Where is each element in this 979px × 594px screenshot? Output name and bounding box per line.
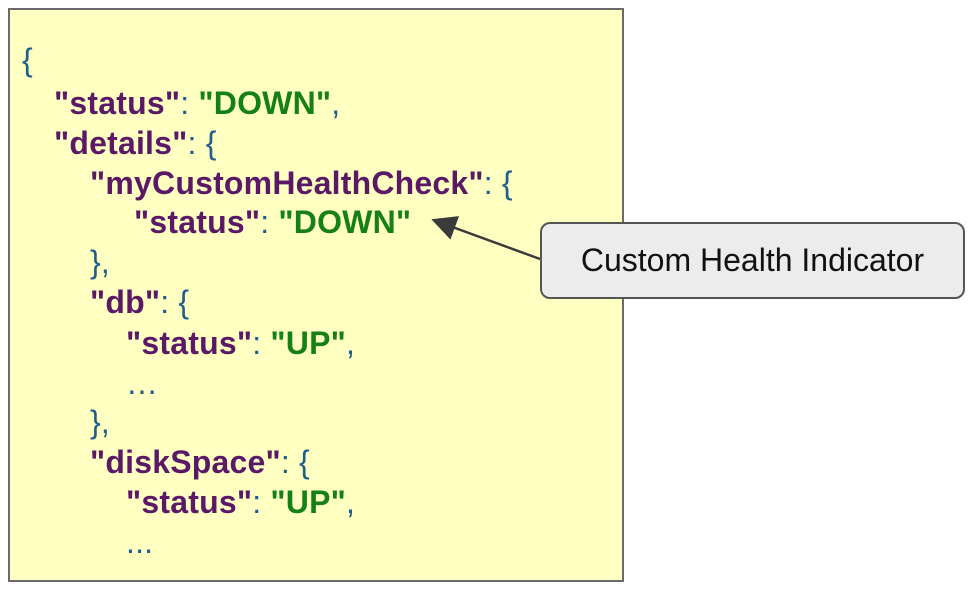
json-token-key: "db" bbox=[90, 284, 161, 320]
json-line: "status": "UP", bbox=[126, 323, 355, 363]
json-token-punct: : bbox=[260, 204, 279, 240]
json-token-key: "myCustomHealthCheck" bbox=[90, 165, 484, 201]
json-token-str: "DOWN" bbox=[278, 204, 412, 240]
json-line: "details": { bbox=[54, 123, 217, 163]
json-token-punct: : { bbox=[280, 444, 310, 480]
json-line: }, bbox=[90, 242, 110, 282]
json-code-panel: { "status": "DOWN", "details": { "myCust… bbox=[8, 8, 624, 582]
json-token-punct: }, bbox=[90, 404, 110, 440]
json-token-punct: : bbox=[252, 484, 271, 520]
json-token-key: "details" bbox=[54, 125, 188, 161]
json-line: "status": "DOWN", bbox=[54, 83, 340, 123]
json-token-punct: : bbox=[180, 85, 199, 121]
json-token-punct: : bbox=[252, 325, 271, 361]
callout-box: Custom Health Indicator bbox=[540, 222, 965, 299]
json-token-key: "status" bbox=[54, 85, 181, 121]
json-token-punct: : { bbox=[160, 284, 190, 320]
json-line: "db": { bbox=[90, 282, 189, 322]
json-line: "diskSpace": { bbox=[90, 442, 310, 482]
json-token-punct: : { bbox=[483, 165, 513, 201]
json-token-key: "status" bbox=[126, 325, 253, 361]
json-line: "status": "DOWN" bbox=[134, 202, 411, 242]
json-token-punct: { bbox=[22, 42, 33, 78]
json-line: ... bbox=[126, 522, 153, 562]
json-token-key: "diskSpace" bbox=[90, 444, 281, 480]
json-token-ellipsis: ... bbox=[126, 524, 154, 560]
json-line: "myCustomHealthCheck": { bbox=[90, 163, 513, 203]
json-token-ellipsis: … bbox=[126, 365, 159, 401]
callout-label: Custom Health Indicator bbox=[580, 242, 925, 278]
json-line: { bbox=[22, 40, 33, 80]
json-line: … bbox=[126, 363, 158, 403]
json-token-key: "status" bbox=[126, 484, 253, 520]
json-token-str: "UP" bbox=[270, 484, 346, 520]
json-line: }, bbox=[90, 402, 110, 442]
json-token-key: "status" bbox=[134, 204, 261, 240]
json-token-punct: , bbox=[346, 325, 356, 361]
json-token-punct: , bbox=[331, 85, 341, 121]
json-token-punct: , bbox=[346, 484, 356, 520]
json-token-punct: : { bbox=[187, 125, 217, 161]
json-token-str: "UP" bbox=[270, 325, 346, 361]
json-line: "status": "UP", bbox=[126, 482, 355, 522]
json-token-punct: }, bbox=[90, 244, 110, 280]
json-token-str: "DOWN" bbox=[198, 85, 332, 121]
